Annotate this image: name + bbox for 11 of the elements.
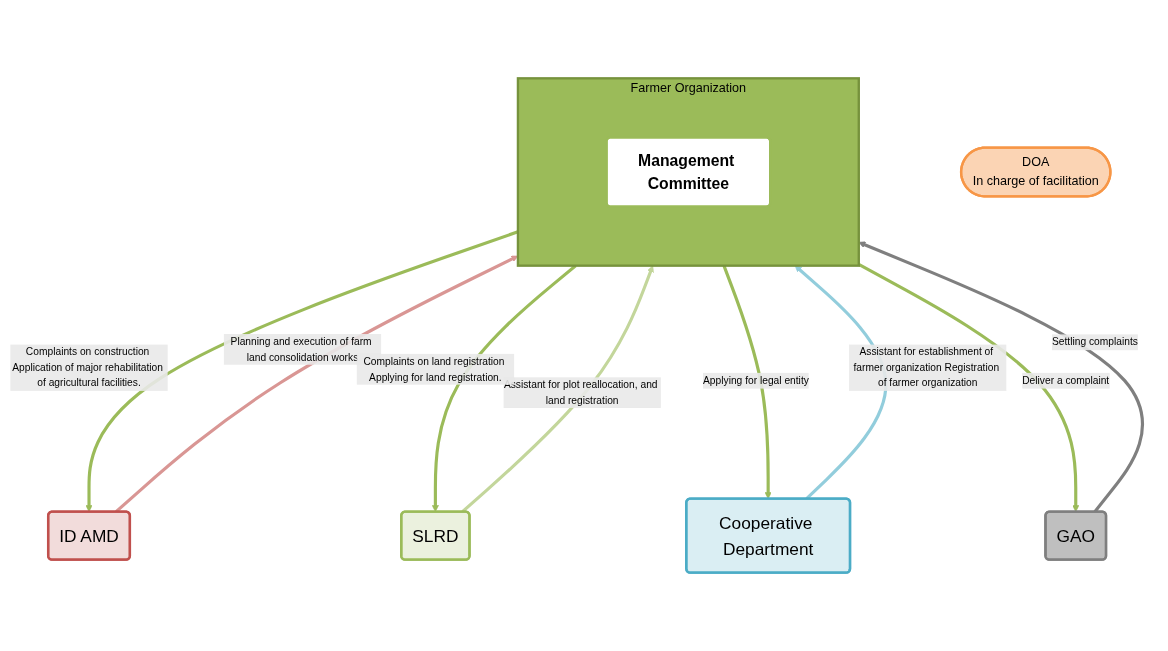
edge-label: Deliver a complaint	[1022, 374, 1110, 387]
arrow	[461, 265, 654, 513]
edge-label: Assistant for plot reallocation, and land registration	[503, 378, 658, 406]
edge-label: Applying for legal entity	[703, 374, 809, 387]
edge-label: Assistant for establishment of farmer organization Registration of farmer organization	[853, 345, 1000, 389]
edge-label: Settling complaints	[1051, 335, 1138, 348]
arrow	[858, 263, 1080, 512]
edge-label: Complaints on land registration Applying for land registration.	[363, 355, 505, 383]
arrow	[85, 230, 519, 512]
arrow	[722, 265, 772, 499]
edge-label: Complaints on construction Application of major rehabilitation of agricultural facilities.	[12, 345, 163, 389]
